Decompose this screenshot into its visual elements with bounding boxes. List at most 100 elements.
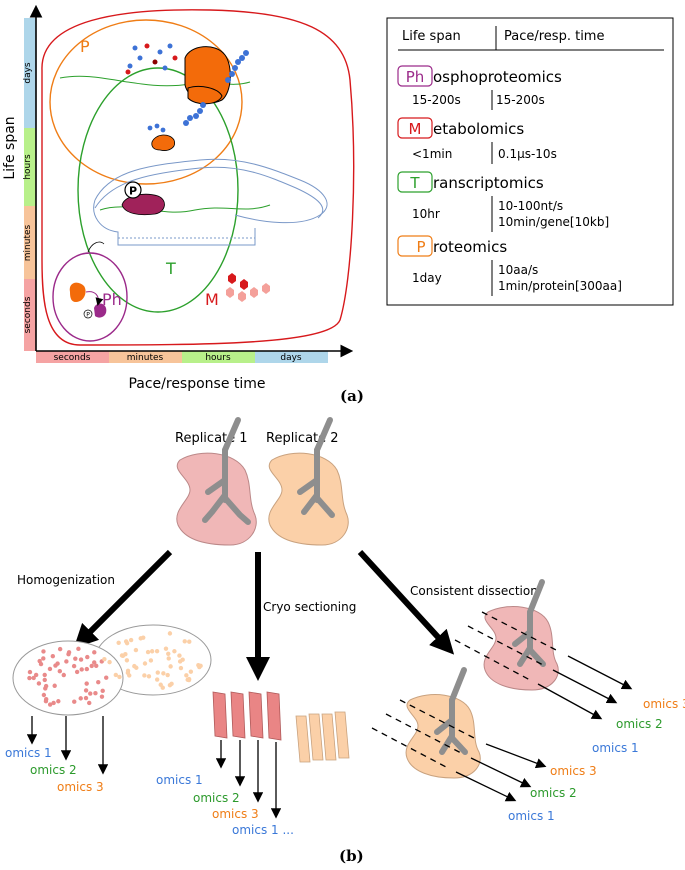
dissect-peach-omics3: omics 3 xyxy=(550,764,597,778)
transcr-name: ranscriptomics xyxy=(433,174,544,192)
homogenate-dot xyxy=(163,646,169,651)
dna-helix-icon xyxy=(93,158,328,246)
caption-b: (b) xyxy=(339,847,364,865)
homogenate-dot xyxy=(177,653,182,658)
homogenate-dot xyxy=(33,672,39,678)
replicate2-label: Replicate 2 xyxy=(266,431,339,446)
homogenate-dot xyxy=(142,661,148,666)
cryo-sections-rep2 xyxy=(295,711,350,763)
x-tick-hours: hours xyxy=(205,353,231,363)
phospho-abbr-box xyxy=(397,65,433,87)
x-tick-days: days xyxy=(280,353,302,363)
homogenate-dot xyxy=(184,673,189,678)
homogenate-dot xyxy=(107,659,112,665)
homogenate-1-dots xyxy=(27,646,109,707)
homogenate-dot xyxy=(154,677,160,682)
y-tick-minutes: minutes xyxy=(23,224,33,261)
replicate1-tissue xyxy=(176,417,257,546)
y-tick-hours: hours xyxy=(23,154,33,180)
homogenate-dot xyxy=(87,700,92,706)
homogenate-dot xyxy=(56,699,61,704)
transcr-abbr: T xyxy=(409,174,420,192)
x-tick-seconds: seconds xyxy=(54,353,91,363)
homogenate-dot xyxy=(66,650,72,655)
dissect-pink-omics3: omics 3 xyxy=(643,697,685,711)
homogenate-dot xyxy=(178,665,184,671)
cryo-omics2: omics 2 xyxy=(193,791,240,805)
homogenate-dot xyxy=(57,646,63,652)
small-ribosome-icon xyxy=(151,134,175,151)
caption-a: (a) xyxy=(340,387,364,405)
table-header-life: Life span xyxy=(402,29,461,44)
replicate2-tissue xyxy=(268,417,349,546)
phospho-pace: 15-200s xyxy=(496,93,545,107)
homogenate-dot xyxy=(100,688,105,694)
homogenate-dot xyxy=(64,659,69,664)
kinase-icon xyxy=(69,282,86,302)
replicate1-label: Replicate 1 xyxy=(175,431,248,446)
homogenate-dot xyxy=(41,656,46,661)
homogenate-dot xyxy=(43,696,49,702)
x-band-days xyxy=(255,351,328,363)
x-band-hours xyxy=(182,351,255,363)
homogenate-dot xyxy=(83,688,89,693)
homogenate-dot xyxy=(166,651,171,657)
homogenate-dot xyxy=(52,683,57,688)
homogenate-dot xyxy=(113,672,119,678)
prot-abbr-box xyxy=(397,235,433,257)
label-P: P xyxy=(80,37,90,56)
homogenate-dot xyxy=(47,666,53,672)
homogenate-dot xyxy=(42,677,47,683)
dissected-tissue-peach xyxy=(405,667,481,779)
dissected-tissue-pink xyxy=(483,579,559,691)
homogenate-dot xyxy=(88,691,93,696)
homogenate-dot xyxy=(198,663,203,669)
homogenate-dot xyxy=(155,670,160,675)
panel-a: days hours minutes seconds seconds minut… xyxy=(2,4,364,405)
y-band-days xyxy=(24,18,36,128)
homog-omics1: omics 1 xyxy=(5,746,52,760)
homogenate-dot xyxy=(186,676,192,682)
label-Ph: Ph xyxy=(102,290,122,309)
dissection-label: Consistent dissection xyxy=(410,584,538,598)
y-axis-title: Life span xyxy=(2,116,18,179)
label-T: T xyxy=(165,259,176,278)
transcr-pace2: 10min/gene[10kb] xyxy=(498,215,609,229)
homogenization-label: Homogenization xyxy=(17,573,115,587)
y-band-minutes xyxy=(24,206,36,279)
homogenate-dot xyxy=(51,700,56,706)
homogenate-dot xyxy=(74,669,80,675)
homogenate-dot xyxy=(182,639,187,644)
homogenate-dot xyxy=(84,681,89,686)
homogenization-arrow xyxy=(73,549,173,649)
small-phosphate-label: P xyxy=(86,312,90,319)
homogenate-dot xyxy=(27,669,33,675)
x-tick-minutes: minutes xyxy=(127,353,164,363)
label-M: M xyxy=(205,290,219,309)
homogenate-dot xyxy=(79,667,84,672)
y-tick-days: days xyxy=(23,62,33,84)
homogenate-dot xyxy=(27,675,32,681)
homogenate-2-dots xyxy=(102,631,203,690)
homogenate-dot xyxy=(125,668,131,674)
phosphate-badge-label: P xyxy=(129,185,137,198)
prot-pace1: 10aa/s xyxy=(498,263,538,277)
homogenate-dot xyxy=(172,649,177,654)
dissect-pink-omics2: omics 2 xyxy=(616,717,663,731)
homogenate-dot xyxy=(53,663,58,668)
homogenate-dot xyxy=(38,661,44,667)
substrate-icon xyxy=(94,303,107,318)
homogenate-dot xyxy=(119,653,125,658)
homogenate-dot xyxy=(92,650,97,655)
transcr-pace1: 10-100nt/s xyxy=(498,199,563,213)
homog-omics2: omics 2 xyxy=(30,763,77,777)
homog-omics3: omics 3 xyxy=(57,780,104,794)
metabolite-dots xyxy=(125,43,178,75)
homogenate-dot xyxy=(117,674,122,680)
cryo-omics1: omics 1 xyxy=(156,773,203,787)
homogenate-dot xyxy=(78,696,83,701)
homogenate-dot xyxy=(138,636,143,641)
homogenate-dot xyxy=(154,648,160,654)
y-band-hours xyxy=(24,128,36,206)
